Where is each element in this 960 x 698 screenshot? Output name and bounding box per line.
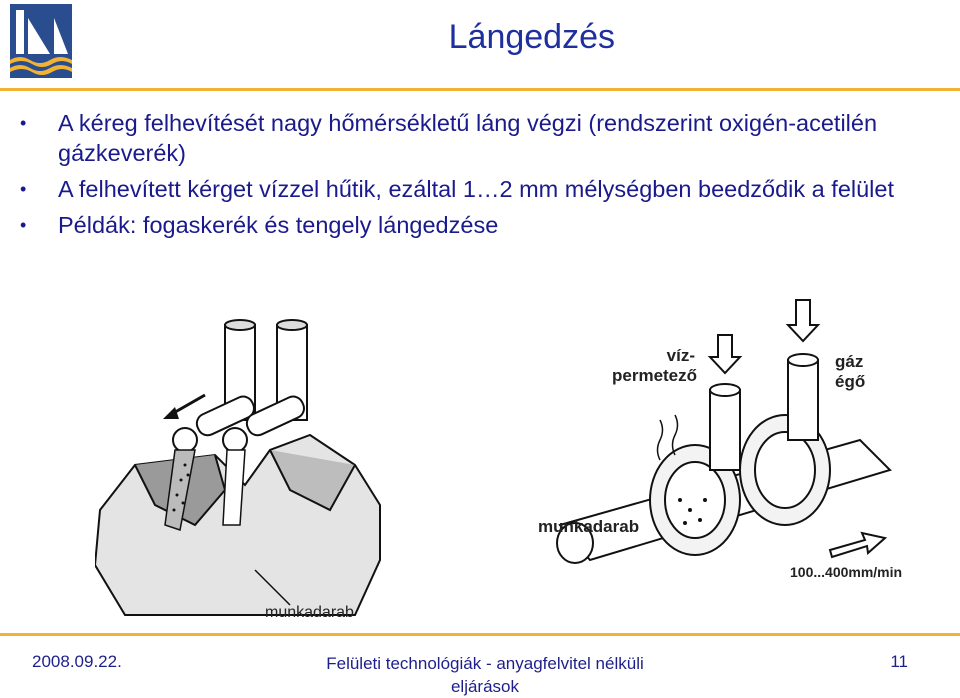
label-water-line1: víz-: [666, 346, 695, 365]
bullet-text: A felhevített kérget vízzel hűtik, ezált…: [58, 176, 894, 202]
bullet-dot-icon: •: [20, 113, 27, 133]
slide-title: Lángedzés: [448, 18, 615, 56]
bullet-item: • Példák: fogaskerék és tengely lángedzé…: [20, 210, 940, 240]
page-number: 11: [890, 652, 908, 671]
label-water-line2: permetező: [612, 366, 698, 385]
footer-divider: [0, 633, 960, 636]
bullet-item: • A felhevített kérget vízzel hűtik, ezá…: [20, 174, 940, 204]
bullet-text: A kéreg felhevítését nagy hőmérsékletű l…: [58, 110, 878, 166]
bullet-item: • A kéreg felhevítését nagy hőmérsékletű…: [20, 108, 940, 168]
label-feed-speed: 100...400mm/min: [790, 564, 903, 580]
bullet-list: • A kéreg felhevítését nagy hőmérsékletű…: [20, 108, 940, 246]
title-divider: [0, 88, 960, 91]
bullet-dot-icon: •: [20, 179, 27, 199]
footer-date: 2008.09.22.: [32, 652, 122, 671]
label-gas-line1: gáz: [835, 352, 864, 371]
gear-hardening-illustration: [95, 319, 381, 616]
label-gas-line2: égő: [835, 372, 866, 391]
label-right-workpiece: munkadarab: [538, 517, 640, 536]
footer-title: Felületi technológiák - anyagfelvitel né…: [326, 654, 644, 696]
bullet-text: Példák: fogaskerék és tengely lángedzése: [58, 212, 499, 238]
shaft-hardening-illustration: [556, 299, 892, 564]
bullet-dot-icon: •: [20, 215, 27, 235]
institution-logo: [10, 4, 72, 78]
label-left-workpiece: munkadarab: [265, 604, 354, 621]
